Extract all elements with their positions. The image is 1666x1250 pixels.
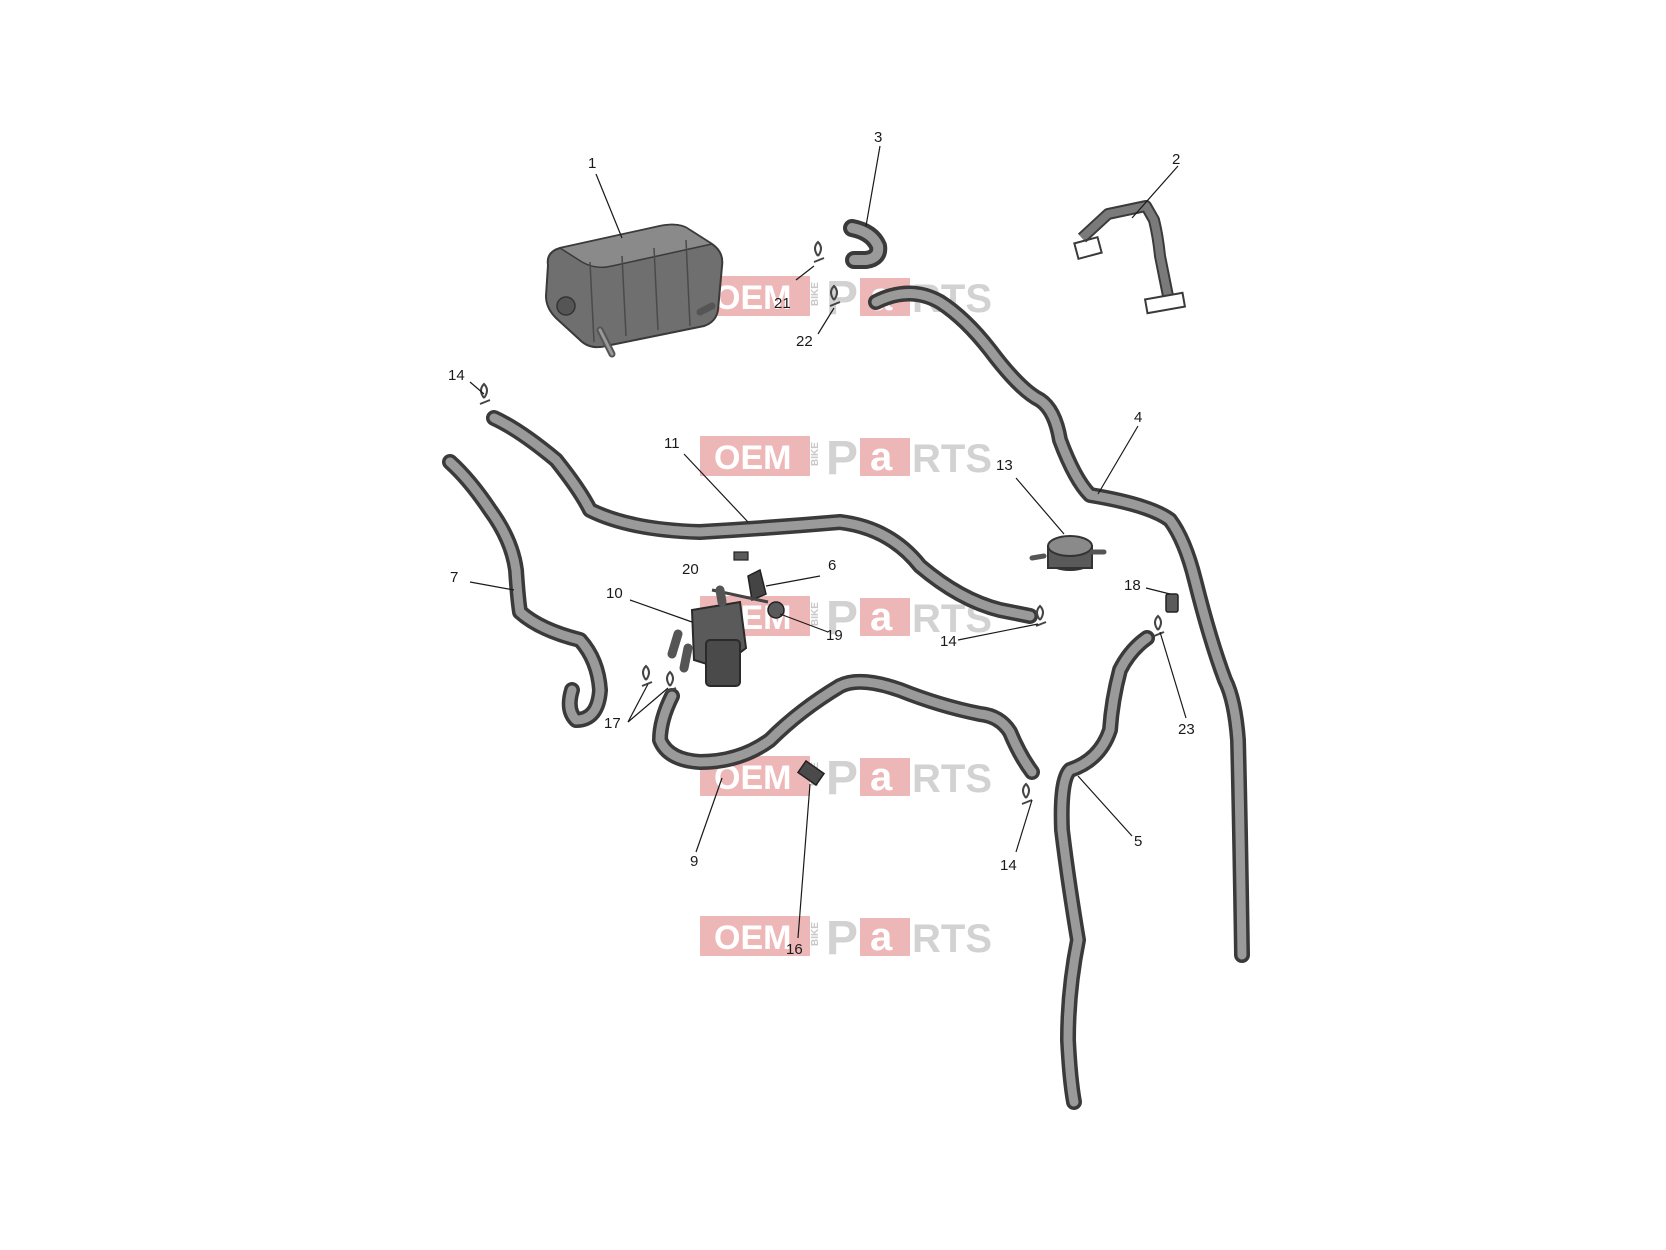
callout-6: 6 xyxy=(828,557,836,574)
clamp-17b xyxy=(665,670,677,693)
part-13-filter xyxy=(1029,535,1107,571)
part-1-canister xyxy=(544,223,724,358)
part-9-hose xyxy=(652,673,1040,780)
callout-11: 11 xyxy=(664,435,680,452)
svg-text:a: a xyxy=(870,435,893,479)
part-7-hose xyxy=(442,454,608,728)
callout-22: 22 xyxy=(796,333,813,350)
callout-2: 2 xyxy=(1172,151,1180,168)
callout-14c: 14 xyxy=(1000,857,1017,874)
part-11-hose xyxy=(486,410,1038,624)
clamp-23 xyxy=(1153,614,1165,637)
callout-14b: 14 xyxy=(940,633,957,650)
svg-text:BIKE: BIKE xyxy=(810,282,821,306)
callout-17: 17 xyxy=(604,715,621,732)
callout-16: 16 xyxy=(786,941,803,958)
svg-text:OEM: OEM xyxy=(714,919,791,957)
svg-text:a: a xyxy=(870,595,893,639)
clamp-21 xyxy=(813,240,825,263)
svg-text:BIKE: BIKE xyxy=(810,922,821,946)
callout-21: 21 xyxy=(774,295,791,312)
watermark-5: OEM BIKE P a RTS xyxy=(700,912,992,965)
leader-lines xyxy=(469,145,1187,939)
clamp-14c xyxy=(1021,782,1033,805)
clamp-22 xyxy=(829,284,841,307)
clamp-14a xyxy=(479,382,491,405)
callout-3: 3 xyxy=(874,129,882,146)
clamps-group xyxy=(479,240,1165,805)
part-5-hose xyxy=(1053,630,1155,1110)
svg-text:BIKE: BIKE xyxy=(810,602,821,626)
svg-text:P: P xyxy=(826,912,858,965)
part-16-fitting xyxy=(796,759,826,787)
callout-14a: 14 xyxy=(448,367,465,384)
svg-text:a: a xyxy=(870,755,893,799)
part-3-elbow-hose xyxy=(843,219,888,269)
callout-18: 18 xyxy=(1124,577,1141,594)
clamp-14b xyxy=(1035,604,1047,627)
svg-text:BIKE: BIKE xyxy=(810,442,821,466)
callout-4: 4 xyxy=(1134,409,1142,426)
callout-10: 10 xyxy=(606,585,623,602)
part-4-hose xyxy=(868,285,1250,963)
svg-text:RTS: RTS xyxy=(912,437,992,481)
callout-19: 19 xyxy=(826,627,843,644)
watermark-2: OEM BIKE P a RTS xyxy=(700,432,992,485)
callout-13: 13 xyxy=(996,457,1013,474)
callout-20: 20 xyxy=(682,561,699,578)
clamp-17a xyxy=(641,664,653,687)
part-18-fitting xyxy=(1165,593,1179,613)
svg-text:OEM: OEM xyxy=(714,279,791,317)
callout-7: 7 xyxy=(450,569,458,586)
svg-text:P: P xyxy=(826,272,858,325)
callout-9: 9 xyxy=(690,853,698,870)
callout-numbers: 1 2 3 4 5 6 7 9 10 11 13 14 14 14 16 17 … xyxy=(448,129,1195,958)
svg-text:RTS: RTS xyxy=(912,757,992,801)
part-20-block xyxy=(733,551,749,561)
callout-1: 1 xyxy=(588,155,596,172)
svg-text:OEM: OEM xyxy=(714,439,791,477)
watermark-group: OEM BIKE P a RTS OEM BIKE P a RTS OEM BI… xyxy=(700,272,992,965)
svg-text:RTS: RTS xyxy=(912,917,992,961)
svg-text:a: a xyxy=(870,915,893,959)
part-2-strap xyxy=(1073,200,1187,315)
svg-text:P: P xyxy=(826,432,858,485)
part-19-nut xyxy=(767,601,785,619)
svg-text:P: P xyxy=(826,752,858,805)
callout-23: 23 xyxy=(1178,721,1195,738)
part-10-valve xyxy=(667,585,748,687)
svg-text:P: P xyxy=(826,592,858,645)
callout-5: 5 xyxy=(1134,833,1142,850)
